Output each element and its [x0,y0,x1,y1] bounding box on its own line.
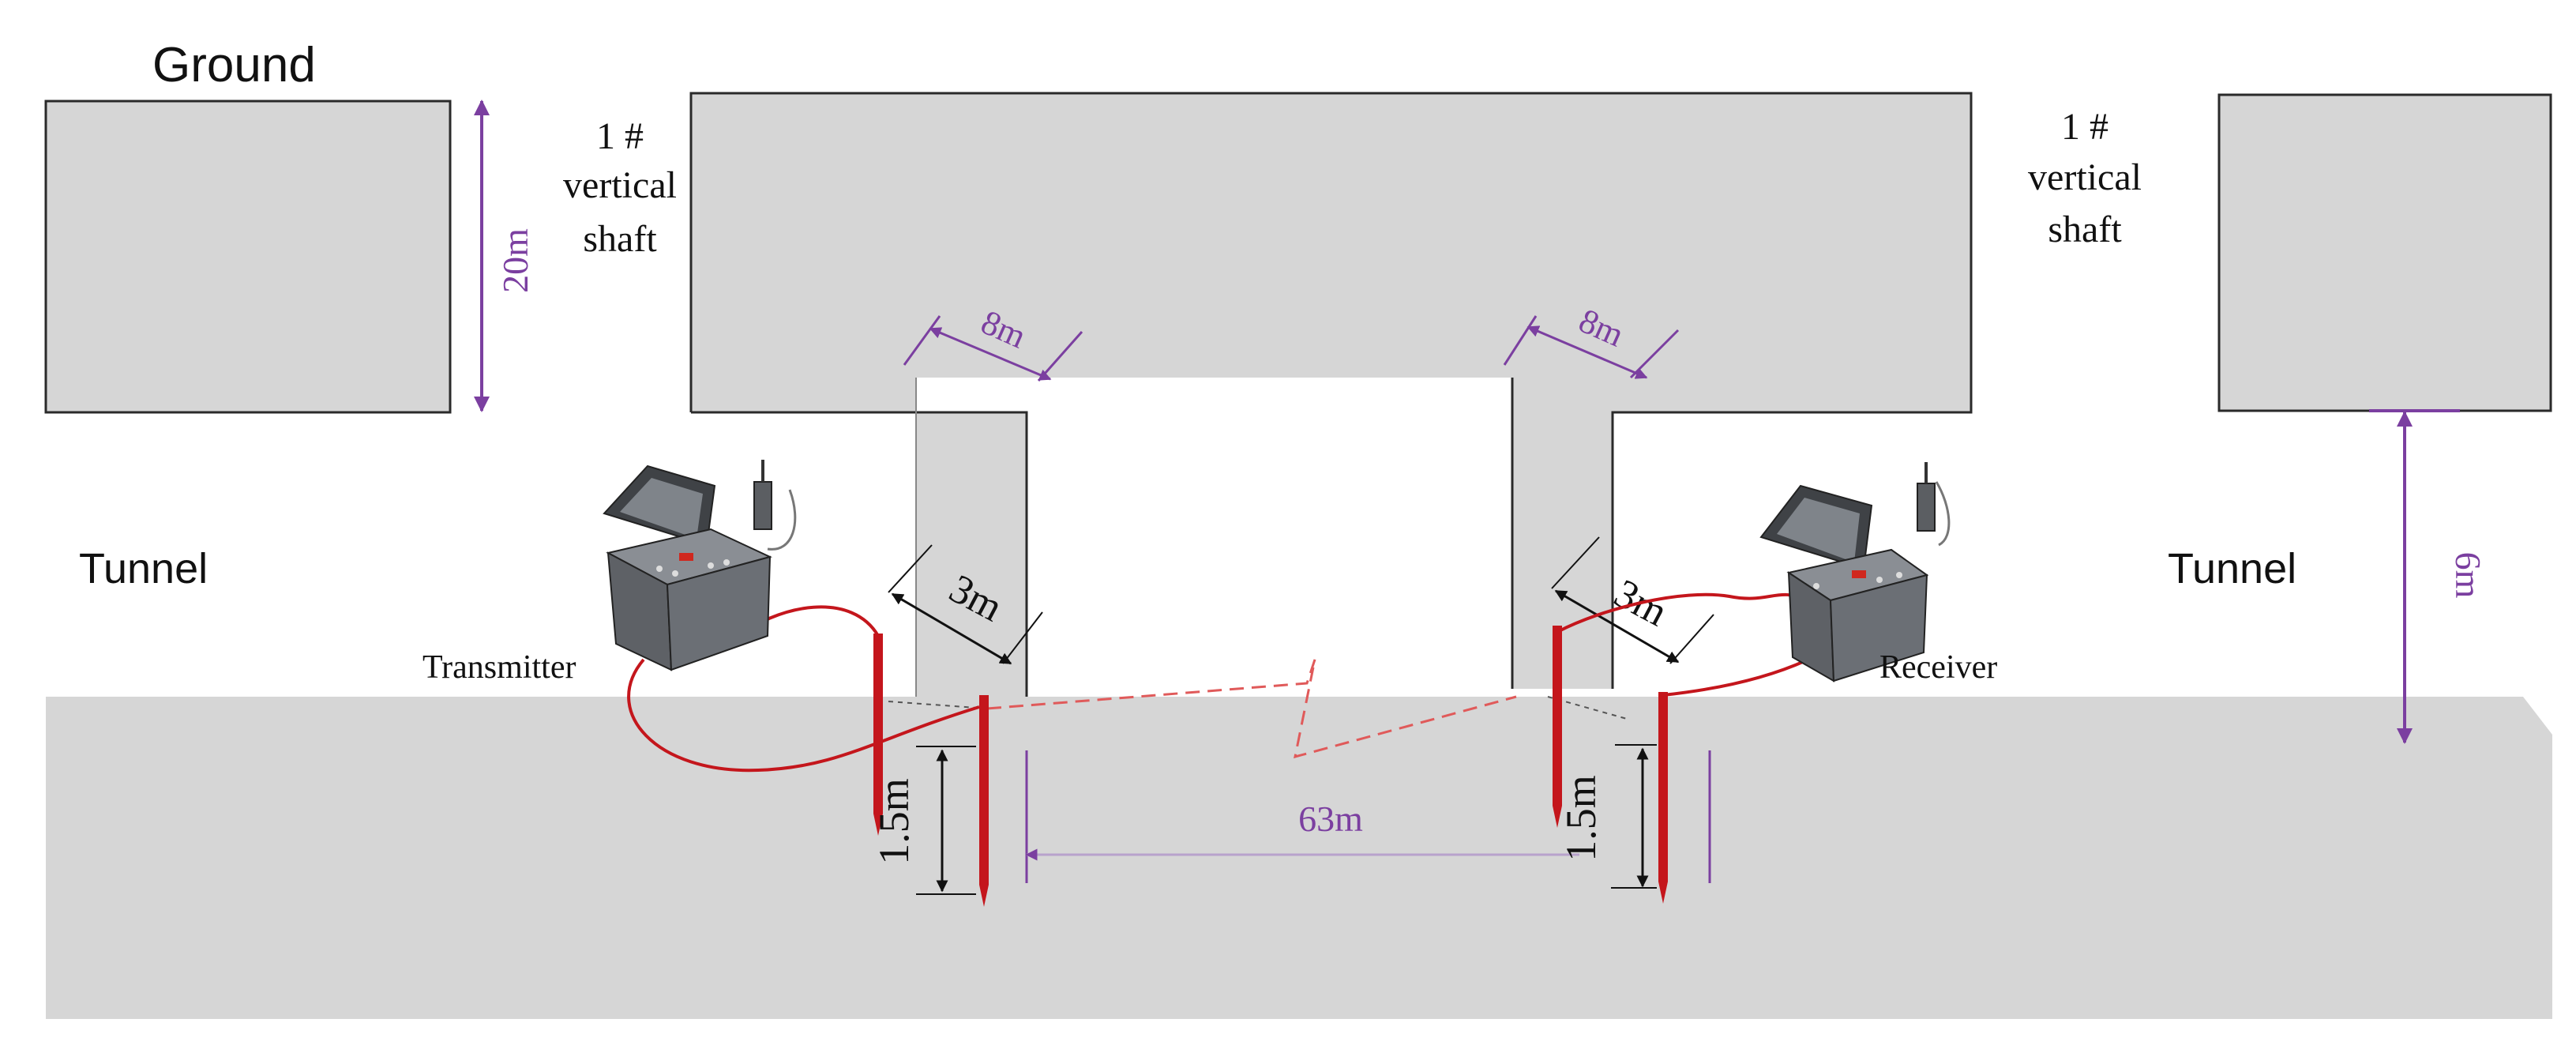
antenna-icon [1917,462,1936,532]
ground-block-center [691,93,1971,743]
shaft-label-line: shaft [2048,209,2122,250]
ground-block-left [46,101,450,412]
tunnel-height-dimension: 6m [2369,409,2488,744]
shaft-label-right: 1 # vertical shaft [2028,106,2142,250]
signal-path [986,659,1517,759]
electrode-depth-dimension-left: 1.5m [870,746,976,895]
shaft-label-left: 1 # vertical shaft [563,115,677,260]
ground-label: Ground [152,38,316,92]
tunnel-floor [46,697,2552,1019]
tunnel-label-right: Tunnel [2168,545,2296,592]
electrode-separation-label: 63m [1298,799,1363,839]
ground-depth-dimension: 20m [474,100,535,412]
electrode-icon [873,634,989,907]
shaft-label-line: 1 # [2061,106,2108,148]
shaft-label-line: 1 # [596,115,644,157]
tunnel-label-left: Tunnel [79,545,208,592]
transmitter-label: Transmitter [422,649,576,686]
shaft-label-line: vertical [2028,156,2142,198]
ground-block-right [2217,93,2552,412]
shaft-label-line: vertical [563,164,677,206]
shaft-label-line: shaft [583,218,657,260]
antenna-icon [753,460,772,530]
tunnel-height-label: 6m [2448,552,2488,599]
electrode-icon [1553,626,1668,904]
transmitter-device-icon [603,464,772,671]
electrode-separation-dimension: 63m [1025,750,1711,883]
receiver-device-icon [1759,484,1929,682]
ground-depth-label: 20m [495,228,535,293]
electrode-depth-label-right: 1.5m [1557,775,1605,862]
electrode-depth-label-left: 1.5m [870,778,918,865]
receiver-label: Receiver [1879,649,1997,686]
electrode-depth-dimension-right: 1.5m [1557,744,1657,889]
